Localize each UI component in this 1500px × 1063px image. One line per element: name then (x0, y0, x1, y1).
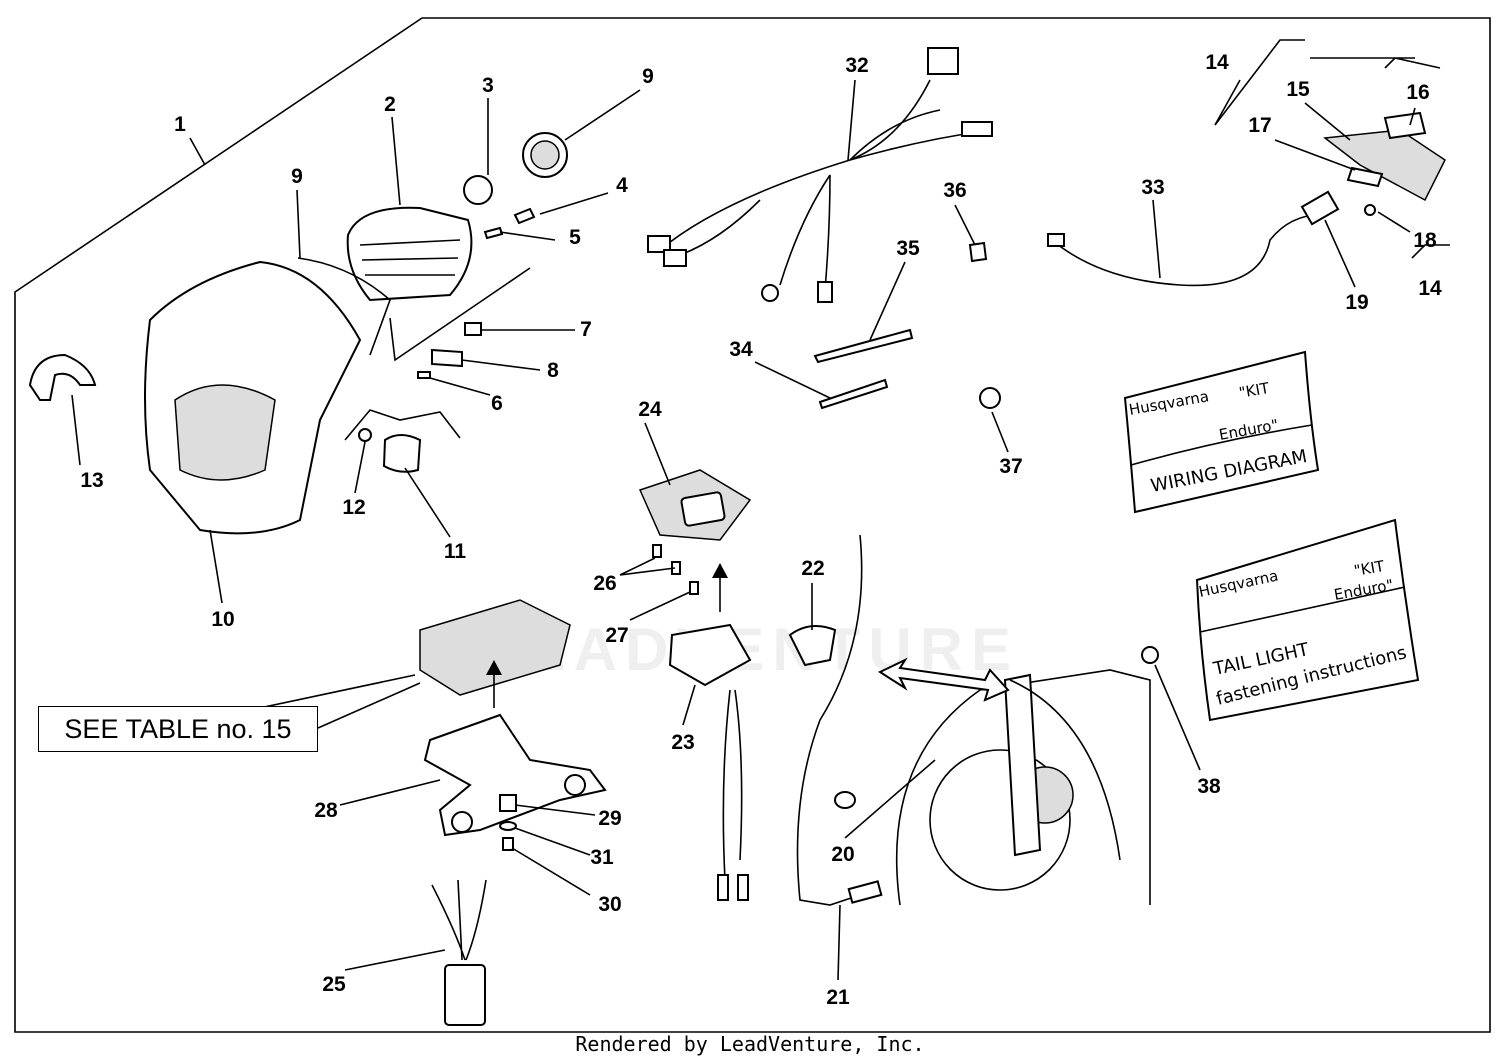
clamp-13 (28, 353, 97, 401)
headlight-mask (144, 260, 362, 535)
bulb-3 (463, 175, 493, 205)
clip-37 (979, 387, 1001, 409)
clip-22 (788, 625, 837, 667)
callout-20: 20 (831, 843, 854, 866)
cable-tie-35 (813, 328, 914, 364)
screw-12 (358, 428, 372, 442)
callout-21: 21 (826, 986, 850, 1009)
callout-25: 25 (322, 973, 346, 996)
svg-text:"KIT: "KIT (1238, 379, 1272, 402)
callout-1: 1 (174, 113, 186, 136)
footer-credit: Rendered by LeadVenture, Inc. (575, 1032, 925, 1056)
callout-28: 28 (314, 799, 338, 822)
callout-7: 7 (580, 318, 592, 341)
cable-tie-34 (818, 378, 889, 410)
trip-computer-23 (668, 623, 752, 687)
callout-2: 2 (384, 93, 396, 116)
callout-11: 11 (444, 540, 467, 563)
callout-31: 31 (590, 846, 614, 869)
callout-17: 17 (1248, 114, 1271, 137)
callout-32: 32 (845, 54, 868, 77)
callout-26: 26 (593, 572, 616, 595)
spacer-29 (499, 794, 517, 812)
callout-23: 23 (671, 731, 694, 754)
callout-labels: 1 2 3 9 4 5 9 7 8 6 13 12 11 10 32 36 35… (80, 51, 1442, 1009)
bulb-4 (513, 207, 536, 225)
bulb-26a (652, 544, 662, 558)
callout-16: 16 (1406, 81, 1429, 104)
bulb-27 (689, 581, 699, 595)
callout-14b: 14 (1418, 277, 1442, 300)
callout-9: 9 (642, 65, 654, 88)
tail-light-instructions-card: Husqvarna "KIT Enduro" TAIL LIGHT fasten… (1195, 518, 1420, 722)
screw-30 (502, 837, 514, 851)
see-table-reference: SEE TABLE no. 15 (38, 706, 318, 752)
grommet-20 (834, 791, 856, 809)
callout-13: 13 (80, 469, 103, 492)
callout-18: 18 (1413, 229, 1437, 252)
callout-34: 34 (729, 338, 753, 361)
screw-5 (483, 226, 504, 240)
diagram-frame (14, 17, 1491, 1033)
callout-9b: 9 (291, 165, 303, 188)
callout-33: 33 (1141, 176, 1164, 199)
callout-27: 27 (605, 624, 628, 647)
bracket-17 (1346, 166, 1384, 188)
callout-15: 15 (1286, 78, 1310, 101)
callout-19: 19 (1345, 291, 1368, 314)
clip-11 (382, 434, 422, 473)
screw-6 (417, 371, 431, 379)
callout-29: 29 (598, 807, 621, 830)
callout-37: 37 (999, 455, 1022, 478)
callout-4: 4 (616, 174, 628, 197)
wiring-harness (647, 47, 993, 303)
spacer-7 (464, 322, 482, 336)
callout-36: 36 (943, 179, 966, 202)
bracket-see-table (419, 599, 571, 696)
cable-33 (1051, 214, 1321, 287)
callout-3: 3 (482, 74, 494, 97)
clip-36 (968, 241, 988, 263)
plate-28 (423, 713, 607, 837)
speedo-cable-21 (796, 534, 863, 906)
callout-22: 22 (801, 557, 824, 580)
callout-5: 5 (569, 226, 581, 249)
svg-text:"KIT: "KIT (1353, 557, 1387, 580)
callout-35: 35 (896, 237, 920, 260)
front-wheel-fork (877, 657, 1151, 906)
callout-10: 10 (211, 608, 234, 631)
clip-38 (1141, 646, 1159, 664)
callout-30: 30 (598, 893, 621, 916)
lens-16 (1383, 111, 1427, 140)
callout-14: 14 (1205, 51, 1229, 74)
wire-connector-25 (431, 879, 487, 961)
washer-31 (499, 821, 517, 831)
callout-8: 8 (547, 359, 559, 382)
callout-24: 24 (638, 398, 662, 421)
wiring-diagram-card: Husqvarna "KIT Enduro" WIRING DIAGRAM (1123, 350, 1320, 514)
connector-19 (1300, 190, 1340, 226)
callout-12: 12 (342, 496, 365, 519)
callout-6: 6 (491, 392, 503, 415)
bracket-8 (431, 348, 463, 368)
callout-38: 38 (1197, 775, 1221, 798)
screw-18 (1364, 204, 1376, 216)
headlight-unit (297, 206, 473, 356)
